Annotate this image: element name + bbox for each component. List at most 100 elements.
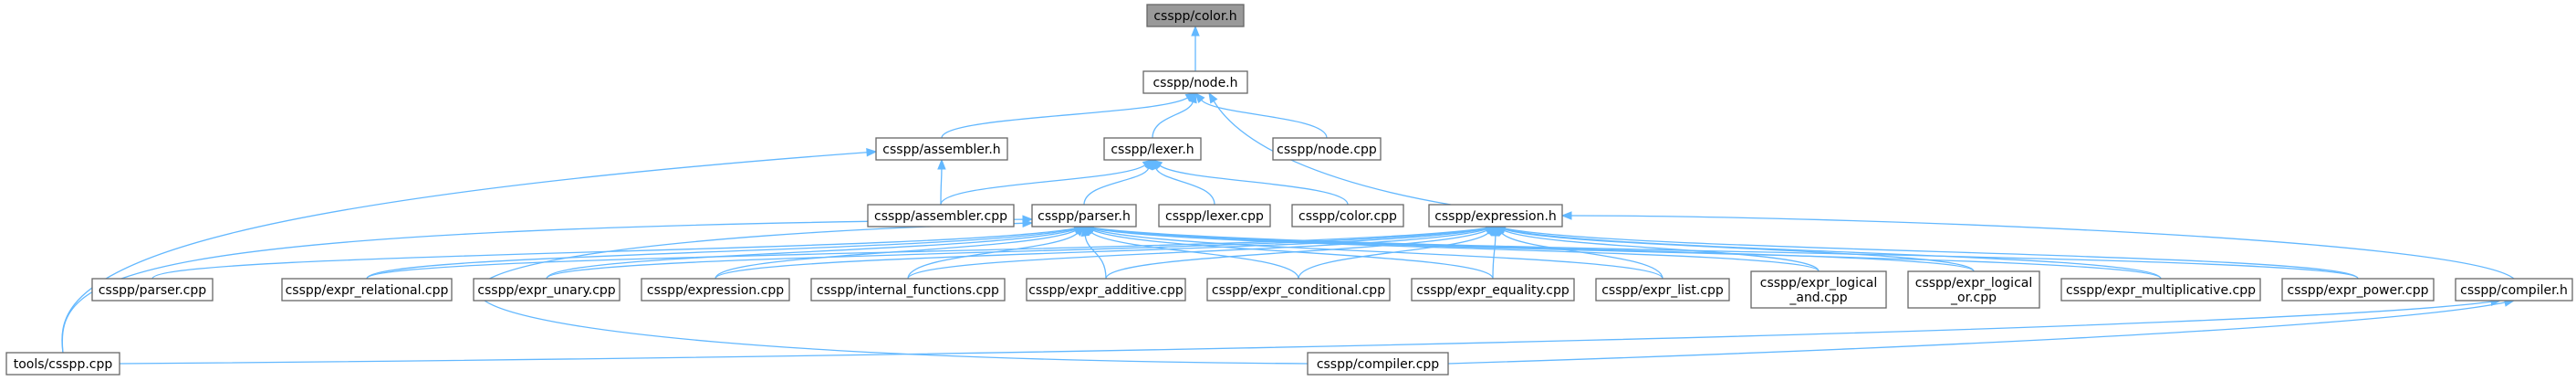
node-expr-logical-or[interactable]: csspp/expr_logical_or.cpp <box>1907 270 2040 309</box>
node-label: csspp/internal_functions.cpp <box>817 283 999 298</box>
node-label: csspp/assembler.cpp <box>874 209 1007 224</box>
node-expr-power[interactable]: csspp/expr_power.cpp <box>2281 278 2435 302</box>
node-label: csspp/color.cpp <box>1298 209 1397 224</box>
edge-expr-multiplicative-to-expression-h <box>1494 225 2162 280</box>
edge-line <box>1504 228 2162 280</box>
node-label: csspp/expr_logical <box>1760 276 1877 291</box>
arrowhead <box>937 158 946 170</box>
node-box <box>2281 278 2435 302</box>
edge-line <box>1105 229 1488 280</box>
edge-line <box>1201 100 1328 139</box>
edge-line <box>714 228 1487 280</box>
node-box <box>1411 278 1575 302</box>
arrowhead <box>1188 91 1197 104</box>
node-expr-logical-and[interactable]: csspp/expr_logical_and.cpp <box>1750 270 1887 309</box>
edge-lexer-h-to-node-h <box>1152 91 1197 139</box>
node-expr-additive[interactable]: csspp/expr_additive.cpp <box>1026 278 1186 302</box>
node-assembler-h[interactable]: csspp/assembler.h <box>875 137 1008 161</box>
edge-line <box>1091 229 1494 280</box>
edge-line <box>941 97 1188 139</box>
node-node-cpp[interactable]: csspp/node.cpp <box>1272 137 1382 161</box>
node-label: csspp/parser.h <box>1038 209 1131 224</box>
node-label: csspp/expr_power.cpp <box>2288 283 2429 298</box>
arrowhead <box>1191 25 1200 37</box>
node-color-cpp[interactable]: csspp/color.cpp <box>1291 204 1404 228</box>
node-lexer-h[interactable]: csspp/lexer.h <box>1103 137 1202 161</box>
node-node-h[interactable]: csspp/node.h <box>1142 70 1248 94</box>
node-lexer-cpp[interactable]: csspp/lexer.cpp <box>1158 204 1271 228</box>
edge-line <box>1090 231 1299 280</box>
node-parser-cpp[interactable]: csspp/parser.cpp <box>91 278 214 302</box>
node-label: csspp/lexer.cpp <box>1165 209 1264 224</box>
edge-line <box>940 168 943 206</box>
edge-assembler-h-to-node-h <box>941 92 1197 139</box>
edge-parser-h-to-lexer-h <box>1083 158 1153 206</box>
node-box <box>867 204 1015 228</box>
node-parser-h[interactable]: csspp/parser.h <box>1031 204 1137 228</box>
node-label: _or.cpp <box>1950 291 1997 305</box>
node-box <box>641 278 790 302</box>
edge-line <box>546 228 1076 280</box>
node-label: csspp/expression.cpp <box>647 283 784 298</box>
node-box <box>1307 352 1449 376</box>
node-label: csspp/node.cpp <box>1277 143 1377 157</box>
node-label: csspp/expr_conditional.cpp <box>1212 283 1385 298</box>
node-label: csspp/expr_logical <box>1915 276 2032 291</box>
node-label: csspp/compiler.cpp <box>1317 357 1439 372</box>
node-box <box>91 278 214 302</box>
node-compiler-cpp[interactable]: csspp/compiler.cpp <box>1307 352 1449 376</box>
edge-line <box>151 228 1076 280</box>
node-expression-cpp[interactable]: csspp/expression.cpp <box>641 278 790 302</box>
node-box <box>810 278 1006 302</box>
node-box <box>1907 270 2040 309</box>
node-expr-conditional[interactable]: csspp/expr_conditional.cpp <box>1206 278 1391 302</box>
arrowhead <box>1151 159 1163 170</box>
node-expr-relational[interactable]: csspp/expr_relational.cpp <box>281 278 453 302</box>
edge-line <box>1503 229 1820 272</box>
edge-line <box>1504 228 2359 280</box>
node-label: _and.cpp <box>1789 291 1847 305</box>
node-box <box>1103 137 1202 161</box>
node-box <box>473 278 621 302</box>
edge-line <box>1447 302 2506 365</box>
node-color-h[interactable]: csspp/color.h <box>1146 4 1245 27</box>
arrowhead <box>1560 211 1572 220</box>
node-label: csspp/expr_additive.cpp <box>1028 283 1184 298</box>
edges-layer <box>61 25 2516 365</box>
node-expr-list[interactable]: csspp/expr_list.cpp <box>1595 278 1730 302</box>
edge-line <box>546 228 1487 280</box>
node-box <box>1031 204 1137 228</box>
arrowhead <box>1022 218 1034 228</box>
edge-line <box>1083 167 1150 206</box>
node-label: csspp/expr_multiplicative.cpp <box>2066 283 2256 298</box>
node-expr-unary[interactable]: csspp/expr_unary.cpp <box>473 278 621 302</box>
edge-node-h-to-color-h <box>1191 25 1200 71</box>
edge-compiler-h-to-expression-h <box>1560 211 2515 280</box>
nodes-layer: csspp/color.h csspp/node.h csspp/assembler… <box>5 4 2573 376</box>
edge-line <box>1092 227 2359 280</box>
node-compiler-h[interactable]: csspp/compiler.h <box>2455 278 2573 302</box>
node-expr-multiplicative[interactable]: csspp/expr_multiplicative.cpp <box>2060 278 2261 302</box>
node-tools-csspp[interactable]: tools/csspp.cpp <box>5 352 120 376</box>
edge-line <box>1492 235 1497 280</box>
node-label: csspp/node.h <box>1152 76 1237 90</box>
node-box <box>2455 278 2573 302</box>
edge-line <box>1092 227 2162 280</box>
node-label: csspp/color.h <box>1153 9 1236 24</box>
node-expression-h[interactable]: csspp/expression.h <box>1428 204 1563 228</box>
edge-node-cpp-to-node-h <box>1194 91 1328 139</box>
edge-line <box>1213 101 1452 206</box>
edge-internal-functions-to-parser-h <box>907 226 1085 280</box>
node-box <box>1142 70 1248 94</box>
edge-line <box>1155 167 1215 206</box>
edge-expr-relational-to-expression-h <box>366 223 1497 280</box>
node-box <box>1291 204 1404 228</box>
node-label: csspp/compiler.h <box>2460 283 2568 298</box>
node-expr-equality[interactable]: csspp/expr_equality.cpp <box>1411 278 1575 302</box>
edge-line <box>1501 232 1663 280</box>
edge-line <box>1084 235 1107 280</box>
node-internal-functions[interactable]: csspp/internal_functions.cpp <box>810 278 1006 302</box>
edge-expr-power-to-parser-h <box>1082 223 2359 280</box>
node-assembler-cpp[interactable]: csspp/assembler.cpp <box>867 204 1015 228</box>
